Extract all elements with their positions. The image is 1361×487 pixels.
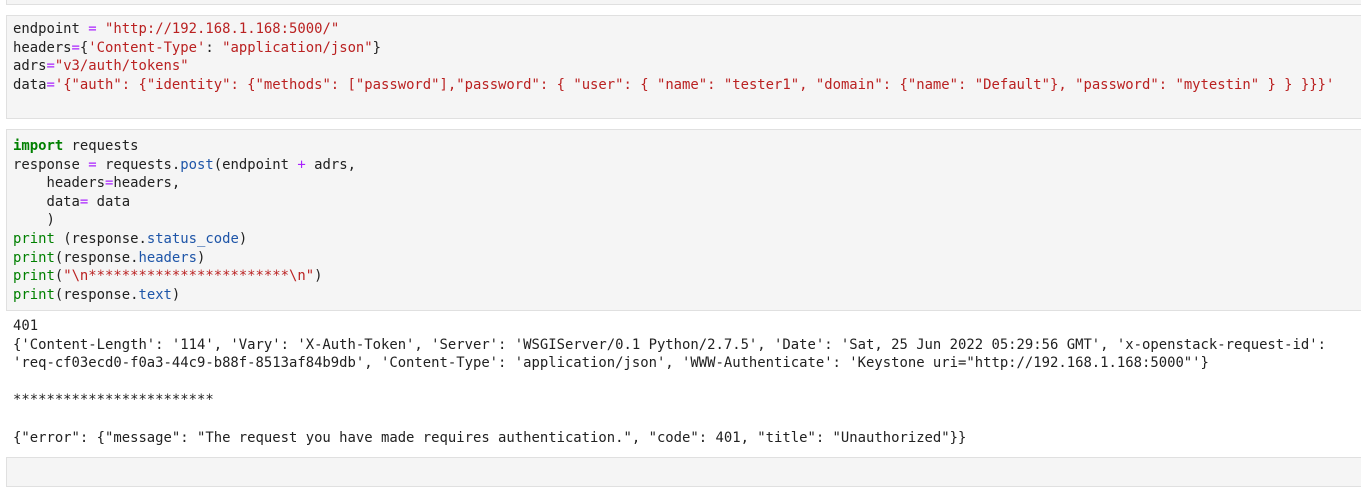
code-line: print("\n************************\n") bbox=[13, 267, 1361, 286]
code-line: data= data bbox=[13, 193, 1361, 212]
code-token: post bbox=[180, 156, 214, 173]
code-line: print (response.status_code) bbox=[13, 230, 1361, 249]
code-token: = bbox=[46, 76, 55, 93]
code-cell-config[interactable]: endpoint = "http://192.168.1.168:5000/"h… bbox=[6, 15, 1361, 119]
output-line: {"error": {"message": "The request you h… bbox=[13, 429, 967, 446]
output-line bbox=[13, 410, 1326, 429]
code-token: = bbox=[105, 175, 114, 192]
code-token: data bbox=[13, 193, 80, 210]
next-cell[interactable] bbox=[6, 457, 1361, 487]
code-line: adrs="v3/auth/tokens" bbox=[13, 57, 1361, 76]
code-editor[interactable]: endpoint = "http://192.168.1.168:5000/"h… bbox=[7, 16, 1361, 94]
code-token bbox=[97, 21, 105, 37]
code-token: requests bbox=[63, 138, 139, 154]
code-token: print bbox=[13, 286, 55, 303]
code-token: text bbox=[138, 286, 172, 303]
code-token: = bbox=[46, 58, 55, 75]
previous-cell[interactable] bbox=[6, 0, 1361, 5]
code-token: "v3/auth/tokens" bbox=[54, 58, 189, 75]
code-token: (endpoint bbox=[213, 156, 298, 173]
code-token: headers bbox=[13, 39, 72, 56]
code-line: ) bbox=[13, 211, 1361, 230]
code-token: print bbox=[13, 268, 55, 285]
code-token: ( bbox=[54, 268, 64, 285]
code-token: (response. bbox=[54, 249, 139, 266]
code-token: '{"auth": {"identity": {"methods": ["pas… bbox=[54, 76, 1335, 93]
code-token: headers, bbox=[113, 175, 181, 192]
code-token: ) bbox=[238, 230, 248, 247]
code-token: headers bbox=[138, 249, 198, 266]
code-token: : bbox=[205, 39, 223, 56]
code-token: headers bbox=[13, 175, 105, 192]
code-line: print(response.text) bbox=[13, 286, 1361, 305]
output-line: 401 bbox=[13, 318, 39, 334]
code-token: ) bbox=[197, 249, 206, 266]
output-line: {'Content-Length': '114', 'Vary': 'X-Aut… bbox=[13, 336, 1326, 353]
code-token: requests. bbox=[96, 156, 181, 173]
code-token: ) bbox=[13, 212, 55, 229]
code-line: data='{"auth": {"identity": {"methods": … bbox=[13, 76, 1361, 95]
code-line: headers={'Content-Type': "application/js… bbox=[13, 39, 1361, 58]
code-line: print(response.headers) bbox=[13, 249, 1361, 268]
code-line: endpoint = "http://192.168.1.168:5000/" bbox=[13, 20, 1361, 39]
code-token: data bbox=[88, 193, 131, 210]
output-line: 'req-cf03ecd0-f0a3-44c9-b88f-8513af84b9d… bbox=[13, 355, 1209, 372]
code-token: response bbox=[13, 156, 89, 173]
code-token: = bbox=[88, 21, 97, 37]
code-token: ) bbox=[314, 268, 323, 285]
code-token: endpoint bbox=[13, 21, 89, 37]
cell-output: 401 {'Content-Length': '114', 'Vary': 'X-… bbox=[13, 317, 1326, 447]
code-token: = bbox=[71, 39, 80, 56]
code-token: (response. bbox=[54, 230, 147, 247]
output-line bbox=[13, 373, 1326, 392]
code-token: = bbox=[79, 193, 89, 210]
code-line: import requests bbox=[13, 137, 1361, 156]
code-token: "\n************************\n" bbox=[63, 268, 315, 285]
code-token: data bbox=[13, 76, 47, 93]
code-token: print bbox=[13, 249, 55, 266]
code-token: ) bbox=[171, 286, 181, 303]
code-token: import bbox=[13, 138, 64, 154]
code-token: adrs, bbox=[305, 156, 356, 173]
code-token: (response. bbox=[54, 286, 139, 303]
code-line: response = requests.post(endpoint + adrs… bbox=[13, 156, 1361, 175]
code-token: { bbox=[79, 39, 89, 56]
code-token: "http://192.168.1.168:5000/" bbox=[105, 21, 340, 37]
code-token: + bbox=[297, 156, 306, 173]
code-token: } bbox=[372, 39, 382, 56]
code-token: 'Content-Type' bbox=[88, 39, 206, 56]
code-token: status_code bbox=[146, 230, 239, 247]
output-line: ************************ bbox=[13, 392, 214, 409]
code-token: adrs bbox=[13, 58, 47, 75]
code-token: print bbox=[13, 230, 55, 247]
code-token: = bbox=[88, 156, 97, 173]
code-line: headers=headers, bbox=[13, 174, 1361, 193]
code-token: "application/json" bbox=[222, 39, 373, 56]
